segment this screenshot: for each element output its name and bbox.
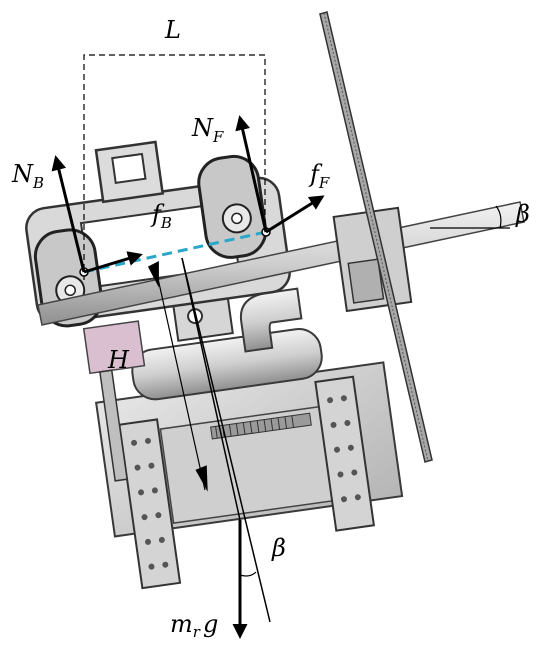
left-post: [99, 369, 128, 482]
front-wheel-housing: [197, 154, 268, 259]
label-H: H: [107, 346, 130, 374]
right-leg: [314, 375, 376, 532]
weight-line-upper: [181, 257, 241, 521]
tilted-axis-line: [181, 257, 271, 623]
label-N-B: NB: [11, 160, 44, 192]
arrow-f-F: [265, 195, 325, 234]
arrow-N-B: [51, 155, 86, 273]
arrow-f-B: [83, 251, 143, 274]
arrow-H-top: [147, 260, 159, 288]
left-leg: [118, 418, 182, 590]
label-L: L: [164, 16, 181, 44]
arrow-H-bottom: [195, 465, 208, 492]
motor-cylinder: [131, 328, 323, 401]
label-f-F: fF: [308, 160, 330, 192]
label-beta-top: β: [515, 200, 530, 228]
label-beta-bottom: β: [271, 534, 286, 562]
label-N-F: NF: [191, 114, 224, 146]
elbow-pipe: [239, 287, 303, 353]
angle-arc-top: [495, 205, 502, 229]
pink-component: [82, 320, 146, 375]
arrow-N-F: [235, 115, 268, 233]
gear-rack: [210, 412, 312, 440]
height-H-line: [154, 264, 206, 491]
robot-body: [25, 11, 525, 590]
angle-arc-bottom: [239, 571, 257, 577]
dimension-L-bracket: [83, 54, 266, 280]
